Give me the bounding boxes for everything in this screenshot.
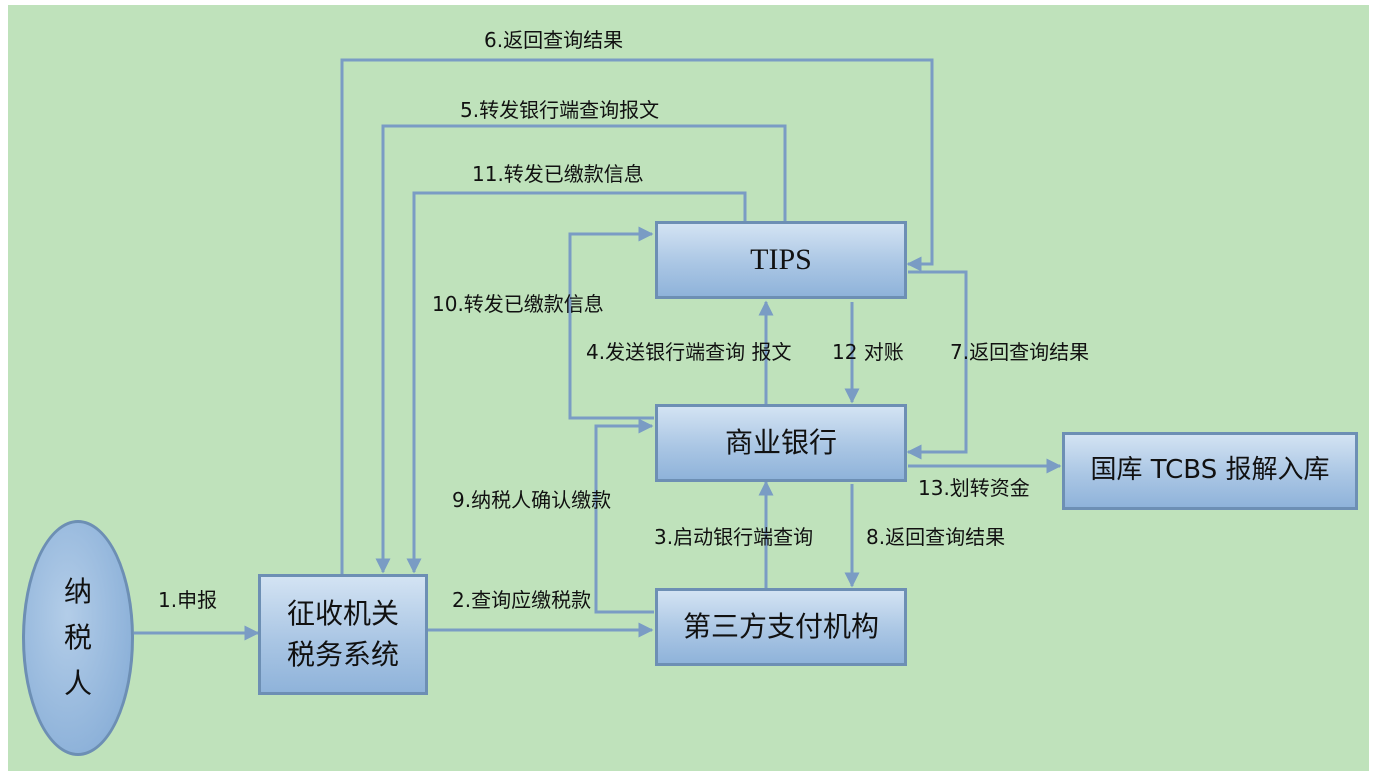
step-5-label: 5.转发银行端查询报文 bbox=[460, 98, 660, 122]
step-6-label: 6.返回查询结果 bbox=[484, 28, 624, 52]
step-13-label: 13.划转资金 bbox=[918, 476, 1030, 500]
tax-system-node: 征收机关 税务系统 bbox=[258, 574, 428, 695]
tips-label: TIPS bbox=[750, 243, 812, 277]
step-9-label: 9.纳税人确认缴款 bbox=[452, 488, 612, 512]
step-3-label: 3.启动银行端查询 bbox=[654, 525, 814, 549]
third-party-label: 第三方支付机构 bbox=[682, 609, 879, 643]
third-party-payment-node: 第三方支付机构 bbox=[655, 588, 907, 666]
bank-node: 商业银行 bbox=[655, 404, 907, 482]
tax-system-line-2: 税务系统 bbox=[286, 637, 399, 671]
arrow-11-forward-paid-info bbox=[406, 191, 747, 574]
tips-node: TIPS bbox=[655, 221, 907, 299]
step-2-label: 2.查询应缴税款 bbox=[452, 588, 592, 612]
treasury-label: 国库 TCBS 报解入库 bbox=[1090, 455, 1330, 486]
taxpayer-node: 纳 税 人 bbox=[22, 520, 134, 756]
arrow-7-return-result bbox=[906, 270, 968, 460]
taxpayer-char-3: 人 bbox=[63, 667, 92, 701]
arrow-10-forward-paid-info bbox=[568, 226, 654, 420]
taxpayer-char-2: 税 bbox=[63, 620, 92, 654]
step-11-label: 11.转发已缴款信息 bbox=[472, 162, 644, 186]
taxpayer-char-1: 纳 bbox=[63, 574, 92, 608]
treasury-node: 国库 TCBS 报解入库 bbox=[1062, 432, 1358, 510]
step-7-label: 7.返回查询结果 bbox=[950, 340, 1090, 364]
arrow-5-forward-query-message bbox=[375, 124, 787, 574]
step-4-label: 4.发送银行端查询 报文 bbox=[586, 340, 792, 364]
arrow-6-return-result bbox=[340, 58, 934, 574]
step-1-label: 1.申报 bbox=[158, 588, 218, 612]
step-8-label: 8.返回查询结果 bbox=[866, 525, 1006, 549]
step-10-label: 10.转发已缴款信息 bbox=[432, 292, 604, 316]
arrow-9-confirm-payment bbox=[594, 418, 654, 614]
step-12-label: 12 对账 bbox=[832, 340, 904, 364]
bank-label: 商业银行 bbox=[724, 425, 837, 459]
tax-system-line-1: 征收机关 bbox=[286, 596, 399, 630]
